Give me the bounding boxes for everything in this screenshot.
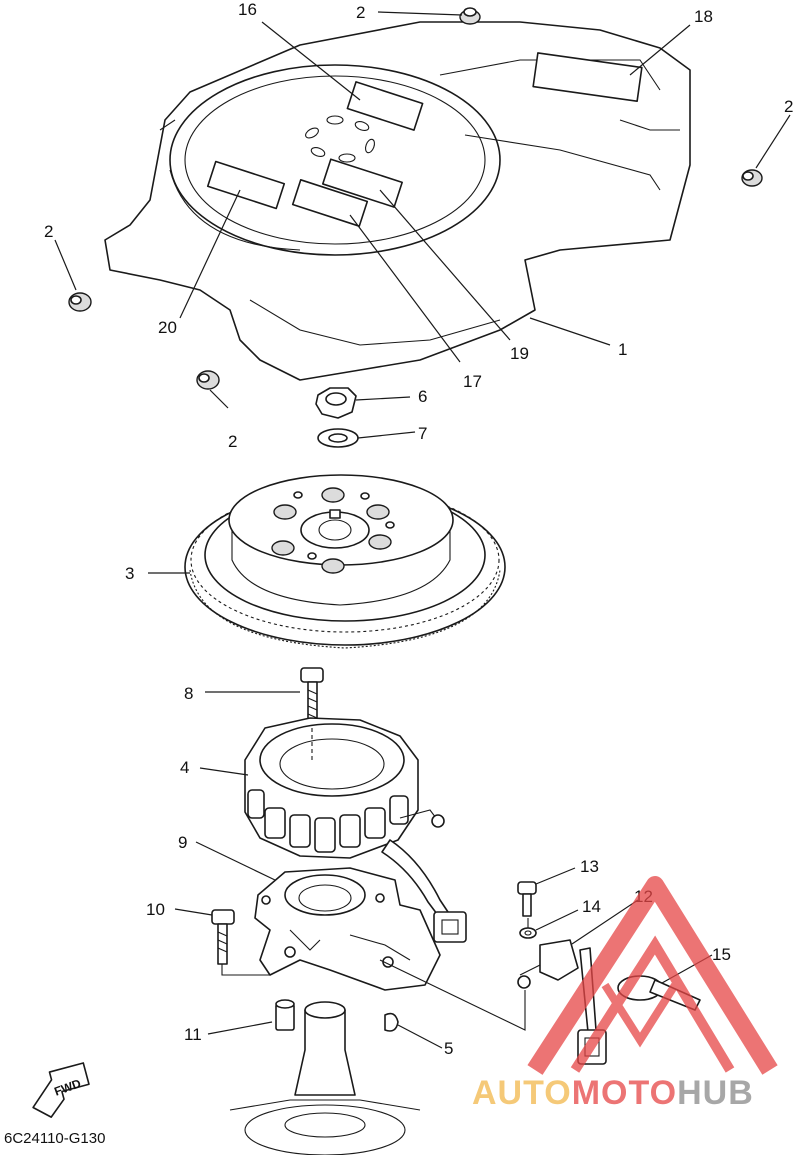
- watermark-moto: MOTO: [572, 1074, 677, 1112]
- label-plate-17: [291, 179, 369, 227]
- callout-15: 15: [712, 945, 731, 964]
- label-plate-20: [206, 160, 286, 210]
- cover-center-slots: [305, 115, 376, 163]
- flywheel-cover: [104, 21, 691, 381]
- callout-3: 3: [125, 564, 134, 583]
- stator-bolt: [300, 667, 324, 727]
- label-plate-16: [346, 81, 424, 131]
- collar: [275, 999, 295, 1031]
- callout-2-top: 2: [356, 3, 365, 22]
- callout-10: 10: [146, 900, 165, 919]
- callout-6: 6: [418, 387, 427, 406]
- callout-16: 16: [238, 0, 257, 19]
- callout-13: 13: [580, 857, 599, 876]
- grommet-left-lower: [196, 370, 220, 390]
- callout-4: 4: [180, 758, 189, 777]
- callout-2-left-upper: 2: [44, 222, 53, 241]
- callout-14: 14: [582, 897, 601, 916]
- base-bolt: [211, 909, 235, 965]
- watermark-triangle-icon: [527, 876, 778, 1075]
- stator-connector: [433, 911, 467, 943]
- flywheel-magneto: [184, 474, 506, 649]
- pulser-washer: [519, 927, 537, 939]
- callout-8: 8: [184, 684, 193, 703]
- callout-11: 11: [184, 1025, 202, 1044]
- stator-coils: [247, 789, 409, 853]
- callout-1: 1: [618, 340, 627, 359]
- watermark-logo: AUTOMOTOHUB: [472, 876, 778, 1112]
- flywheel-washer: [317, 428, 359, 448]
- callout-labels: 16 2 18 2 2 20 2 17 19 1 6 7 3 8 4 9 10 …: [44, 0, 793, 1058]
- crankshaft: [229, 1001, 421, 1155]
- grommet-left-upper: [68, 292, 92, 312]
- callout-19: 19: [510, 344, 529, 363]
- callout-18: 18: [694, 7, 713, 26]
- leader-lines: [54, 11, 791, 1049]
- callout-17: 17: [463, 372, 482, 391]
- label-plate-18: [532, 52, 643, 103]
- grommet-right: [741, 169, 763, 187]
- flywheel-nut: [315, 387, 357, 419]
- watermark-auto: AUTO: [472, 1074, 572, 1112]
- flywheel-holes: [271, 487, 395, 574]
- stator-assembly: [244, 717, 467, 943]
- callout-2-right: 2: [784, 97, 793, 116]
- watermark-hub: HUB: [677, 1074, 754, 1112]
- callout-9: 9: [178, 833, 187, 852]
- svg-text:AUTOMOTOHUB: AUTOMOTOHUB: [472, 1074, 754, 1112]
- callout-20: 20: [158, 318, 177, 337]
- fwd-arrow-icon: FWD: [32, 1062, 90, 1118]
- grommet-top: [459, 7, 481, 25]
- label-plate-19: [321, 158, 403, 208]
- woodruff-key: [384, 1012, 399, 1032]
- stator-base: [254, 867, 441, 991]
- diagram-code: 6C24110-G130: [4, 1130, 105, 1147]
- assembly-guide-lines: [221, 728, 529, 1031]
- callout-2-left-lower: 2: [228, 432, 237, 451]
- callout-7: 7: [418, 424, 427, 443]
- callout-5: 5: [444, 1039, 453, 1058]
- pulser-screw: [517, 881, 537, 917]
